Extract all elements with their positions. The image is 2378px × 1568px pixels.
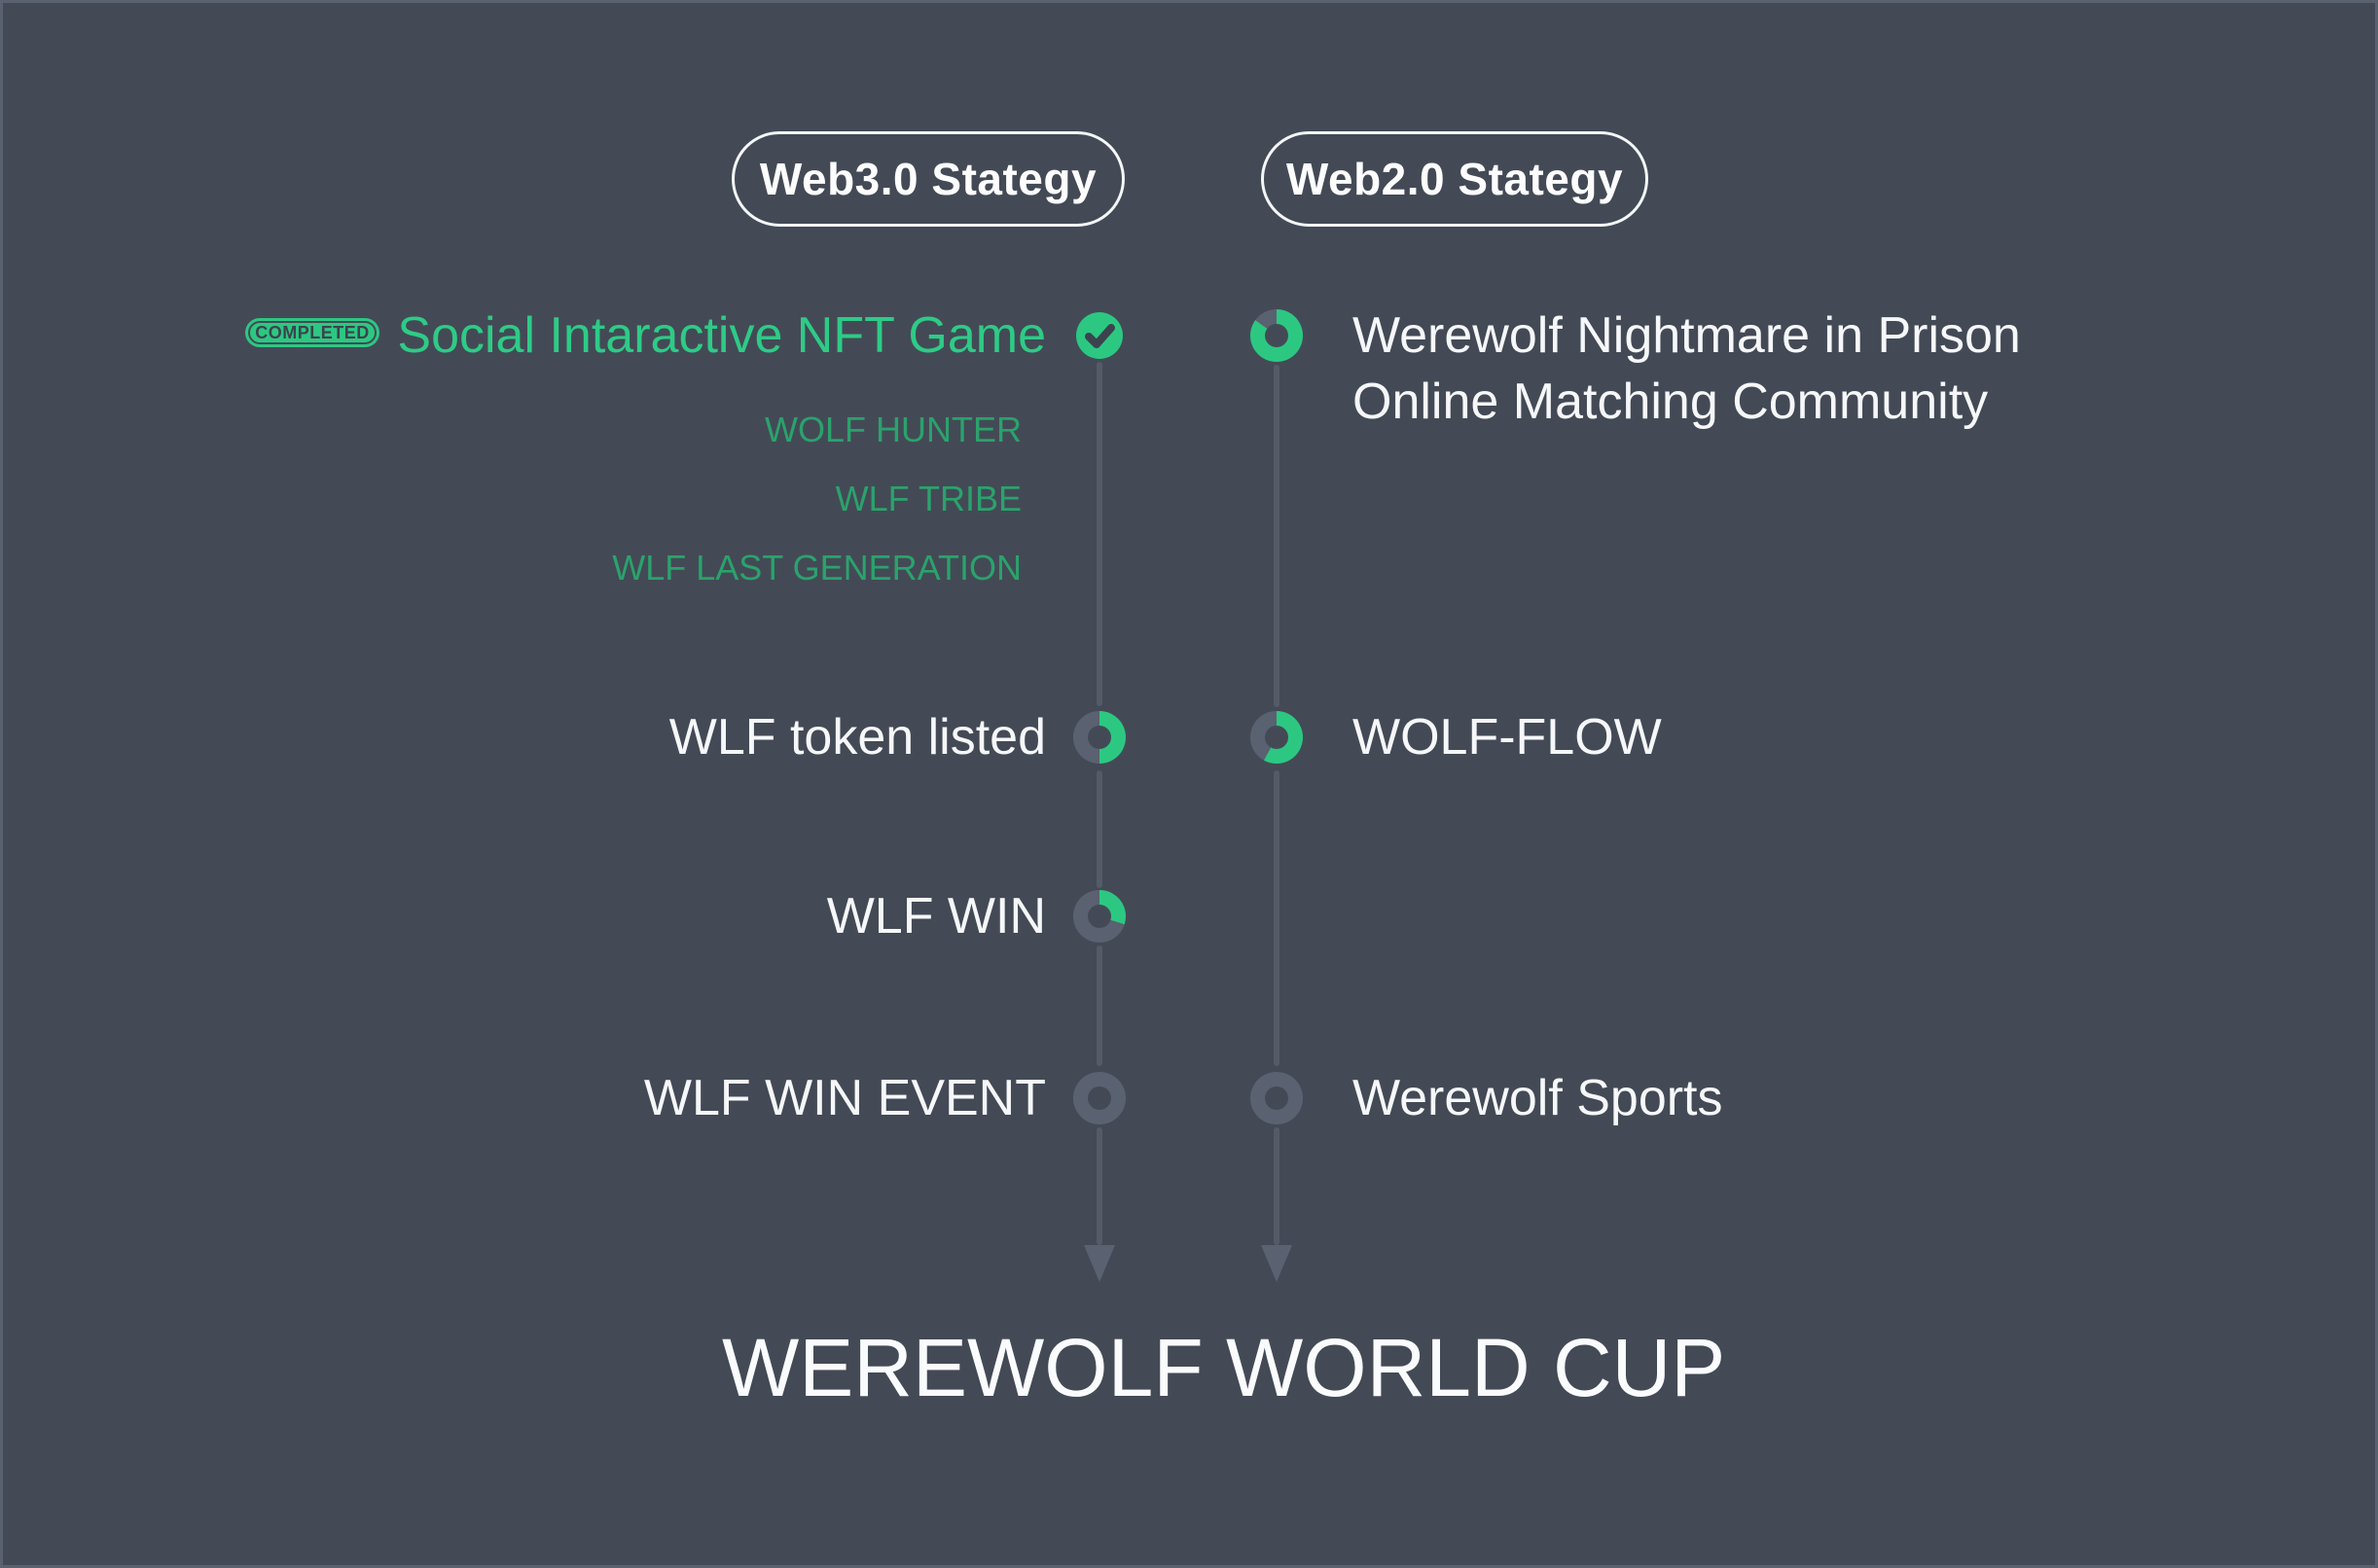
sublist-item-wlf-tribe: WLF TRIBE bbox=[835, 479, 1022, 518]
web2-strategy-pill: Web2.0 Stategy bbox=[1261, 131, 1648, 227]
web3-strategy-pill-label: Web3.0 Stategy bbox=[759, 154, 1098, 204]
progress-donut-icon bbox=[1250, 1072, 1303, 1124]
werewolf-world-cup-title: WEREWOLF WORLD CUP bbox=[722, 1322, 1726, 1413]
milestone-wlf-token-listed: WLF token listed bbox=[668, 709, 1046, 766]
checkmark-glyph bbox=[1085, 324, 1115, 348]
timeline-segment-web3 bbox=[1097, 945, 1102, 1066]
progress-donut-icon bbox=[1250, 309, 1303, 362]
milestone-werewolf-nightmare-line1: Werewolf Nightmare in Prison bbox=[1352, 307, 2021, 364]
timeline-segment-web3 bbox=[1097, 1127, 1102, 1245]
progress-donut-icon bbox=[1073, 711, 1126, 764]
sublist-item-wlf-last-generation: WLF LAST GENERATION bbox=[612, 548, 1022, 588]
milestone-werewolf-nightmare: Werewolf Nightmare in Prison Online Matc… bbox=[1352, 303, 2021, 435]
milestone-wlf-win-event: WLF WIN EVENT bbox=[643, 1070, 1046, 1126]
down-arrow-icon bbox=[1261, 1245, 1292, 1282]
timeline-segment-web3 bbox=[1097, 362, 1102, 706]
web3-strategy-pill: Web3.0 Stategy bbox=[732, 131, 1125, 227]
progress-donut-icon bbox=[1073, 1072, 1126, 1124]
sublist-item-wolf-hunter: WOLF HUNTER bbox=[765, 410, 1022, 449]
web2-strategy-pill-label: Web2.0 Stategy bbox=[1285, 154, 1624, 204]
completed-badge-label: COMPLETED bbox=[255, 322, 370, 342]
timeline-segment-web2 bbox=[1274, 770, 1279, 1066]
milestone-social-nft-game: Social Intaractive NFT Game bbox=[397, 307, 1046, 364]
milestone-werewolf-nightmare-line2: Online Matching Community bbox=[1352, 374, 1989, 430]
completed-badge: COMPLETED bbox=[245, 318, 379, 347]
milestone-werewolf-sports: Werewolf Sports bbox=[1352, 1070, 1723, 1126]
milestone-wlf-win: WLF WIN bbox=[826, 888, 1046, 944]
milestone-wolf-flow: WOLF-FLOW bbox=[1352, 709, 1662, 766]
social-nft-game-sublist: WOLF HUNTER WLF TRIBE WLF LAST GENERATIO… bbox=[612, 405, 1022, 593]
timeline-segment-web3 bbox=[1097, 770, 1102, 888]
timeline-segment-web2 bbox=[1274, 1127, 1279, 1245]
progress-donut-icon bbox=[1250, 711, 1303, 764]
progress-donut-icon bbox=[1073, 890, 1126, 943]
down-arrow-icon bbox=[1084, 1245, 1115, 1282]
check-circle-icon bbox=[1076, 312, 1123, 359]
timeline-segment-web2 bbox=[1274, 365, 1279, 707]
